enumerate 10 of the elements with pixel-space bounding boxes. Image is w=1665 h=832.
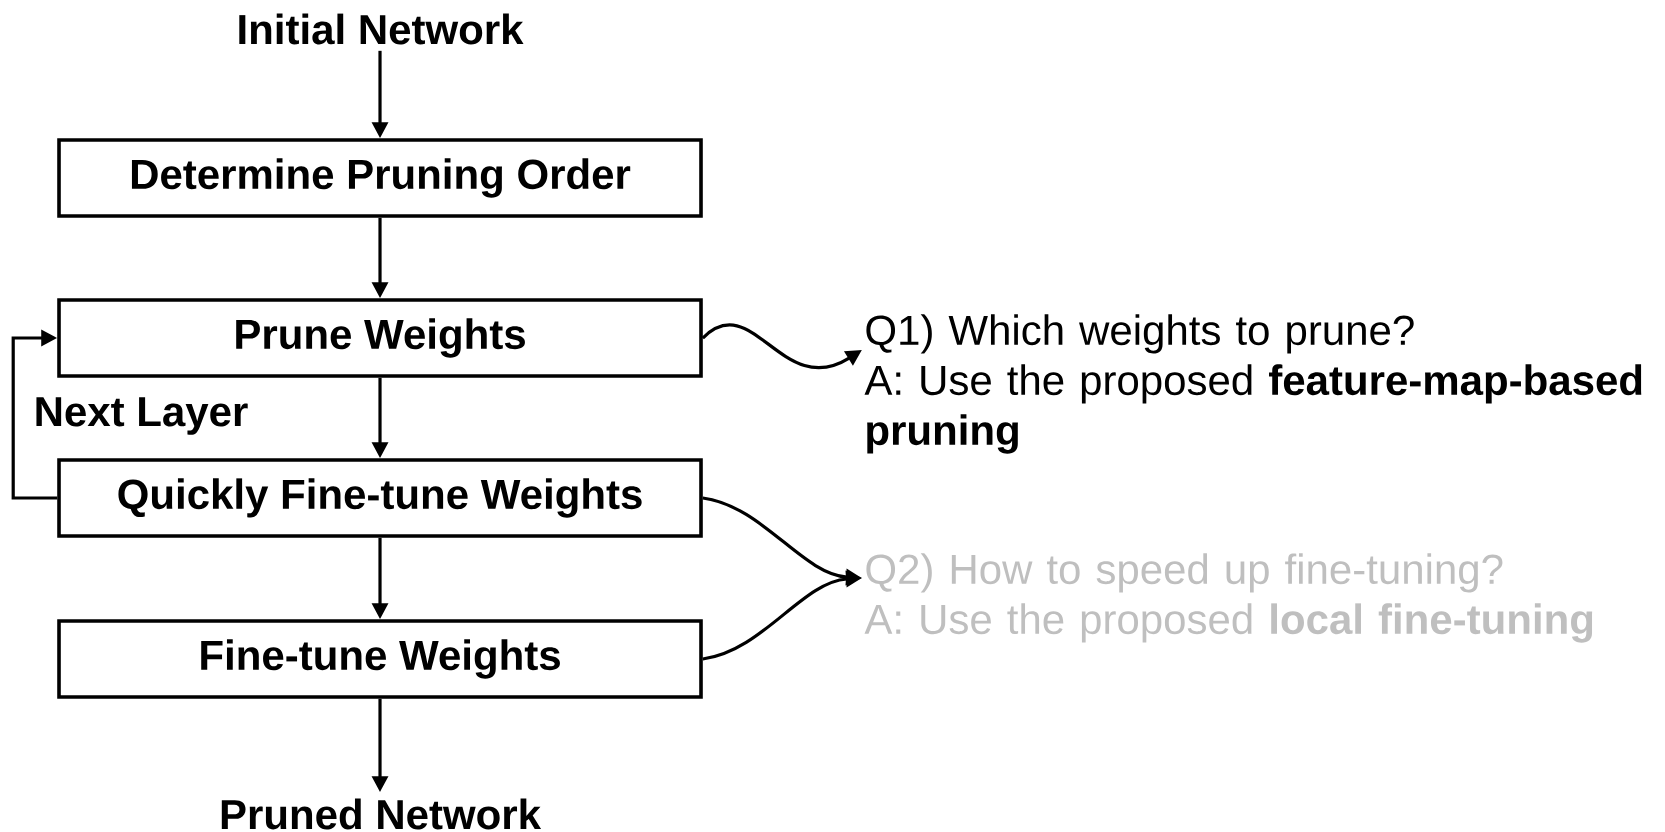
process-box: Quickly Fine-tune Weights <box>57 458 703 538</box>
question-answer-note: Q1) Which weights to prune? A: Use the proposed feature-map-based pruning <box>864 314 1642 454</box>
network-label: Pruned Network <box>221 798 542 830</box>
question-answer-note: Q2) How to speed up fine-tuning? A: Use the proposed local fine-tuning <box>864 553 1593 643</box>
process-box: Fine-tune Weights <box>57 619 703 699</box>
edge-label: Next Layer <box>36 397 248 435</box>
network-label: Initial Network <box>239 13 524 45</box>
process-box: Prune Weights <box>57 298 703 378</box>
process-box: Determine Pruning Order <box>57 138 703 218</box>
arrow <box>11 329 58 500</box>
